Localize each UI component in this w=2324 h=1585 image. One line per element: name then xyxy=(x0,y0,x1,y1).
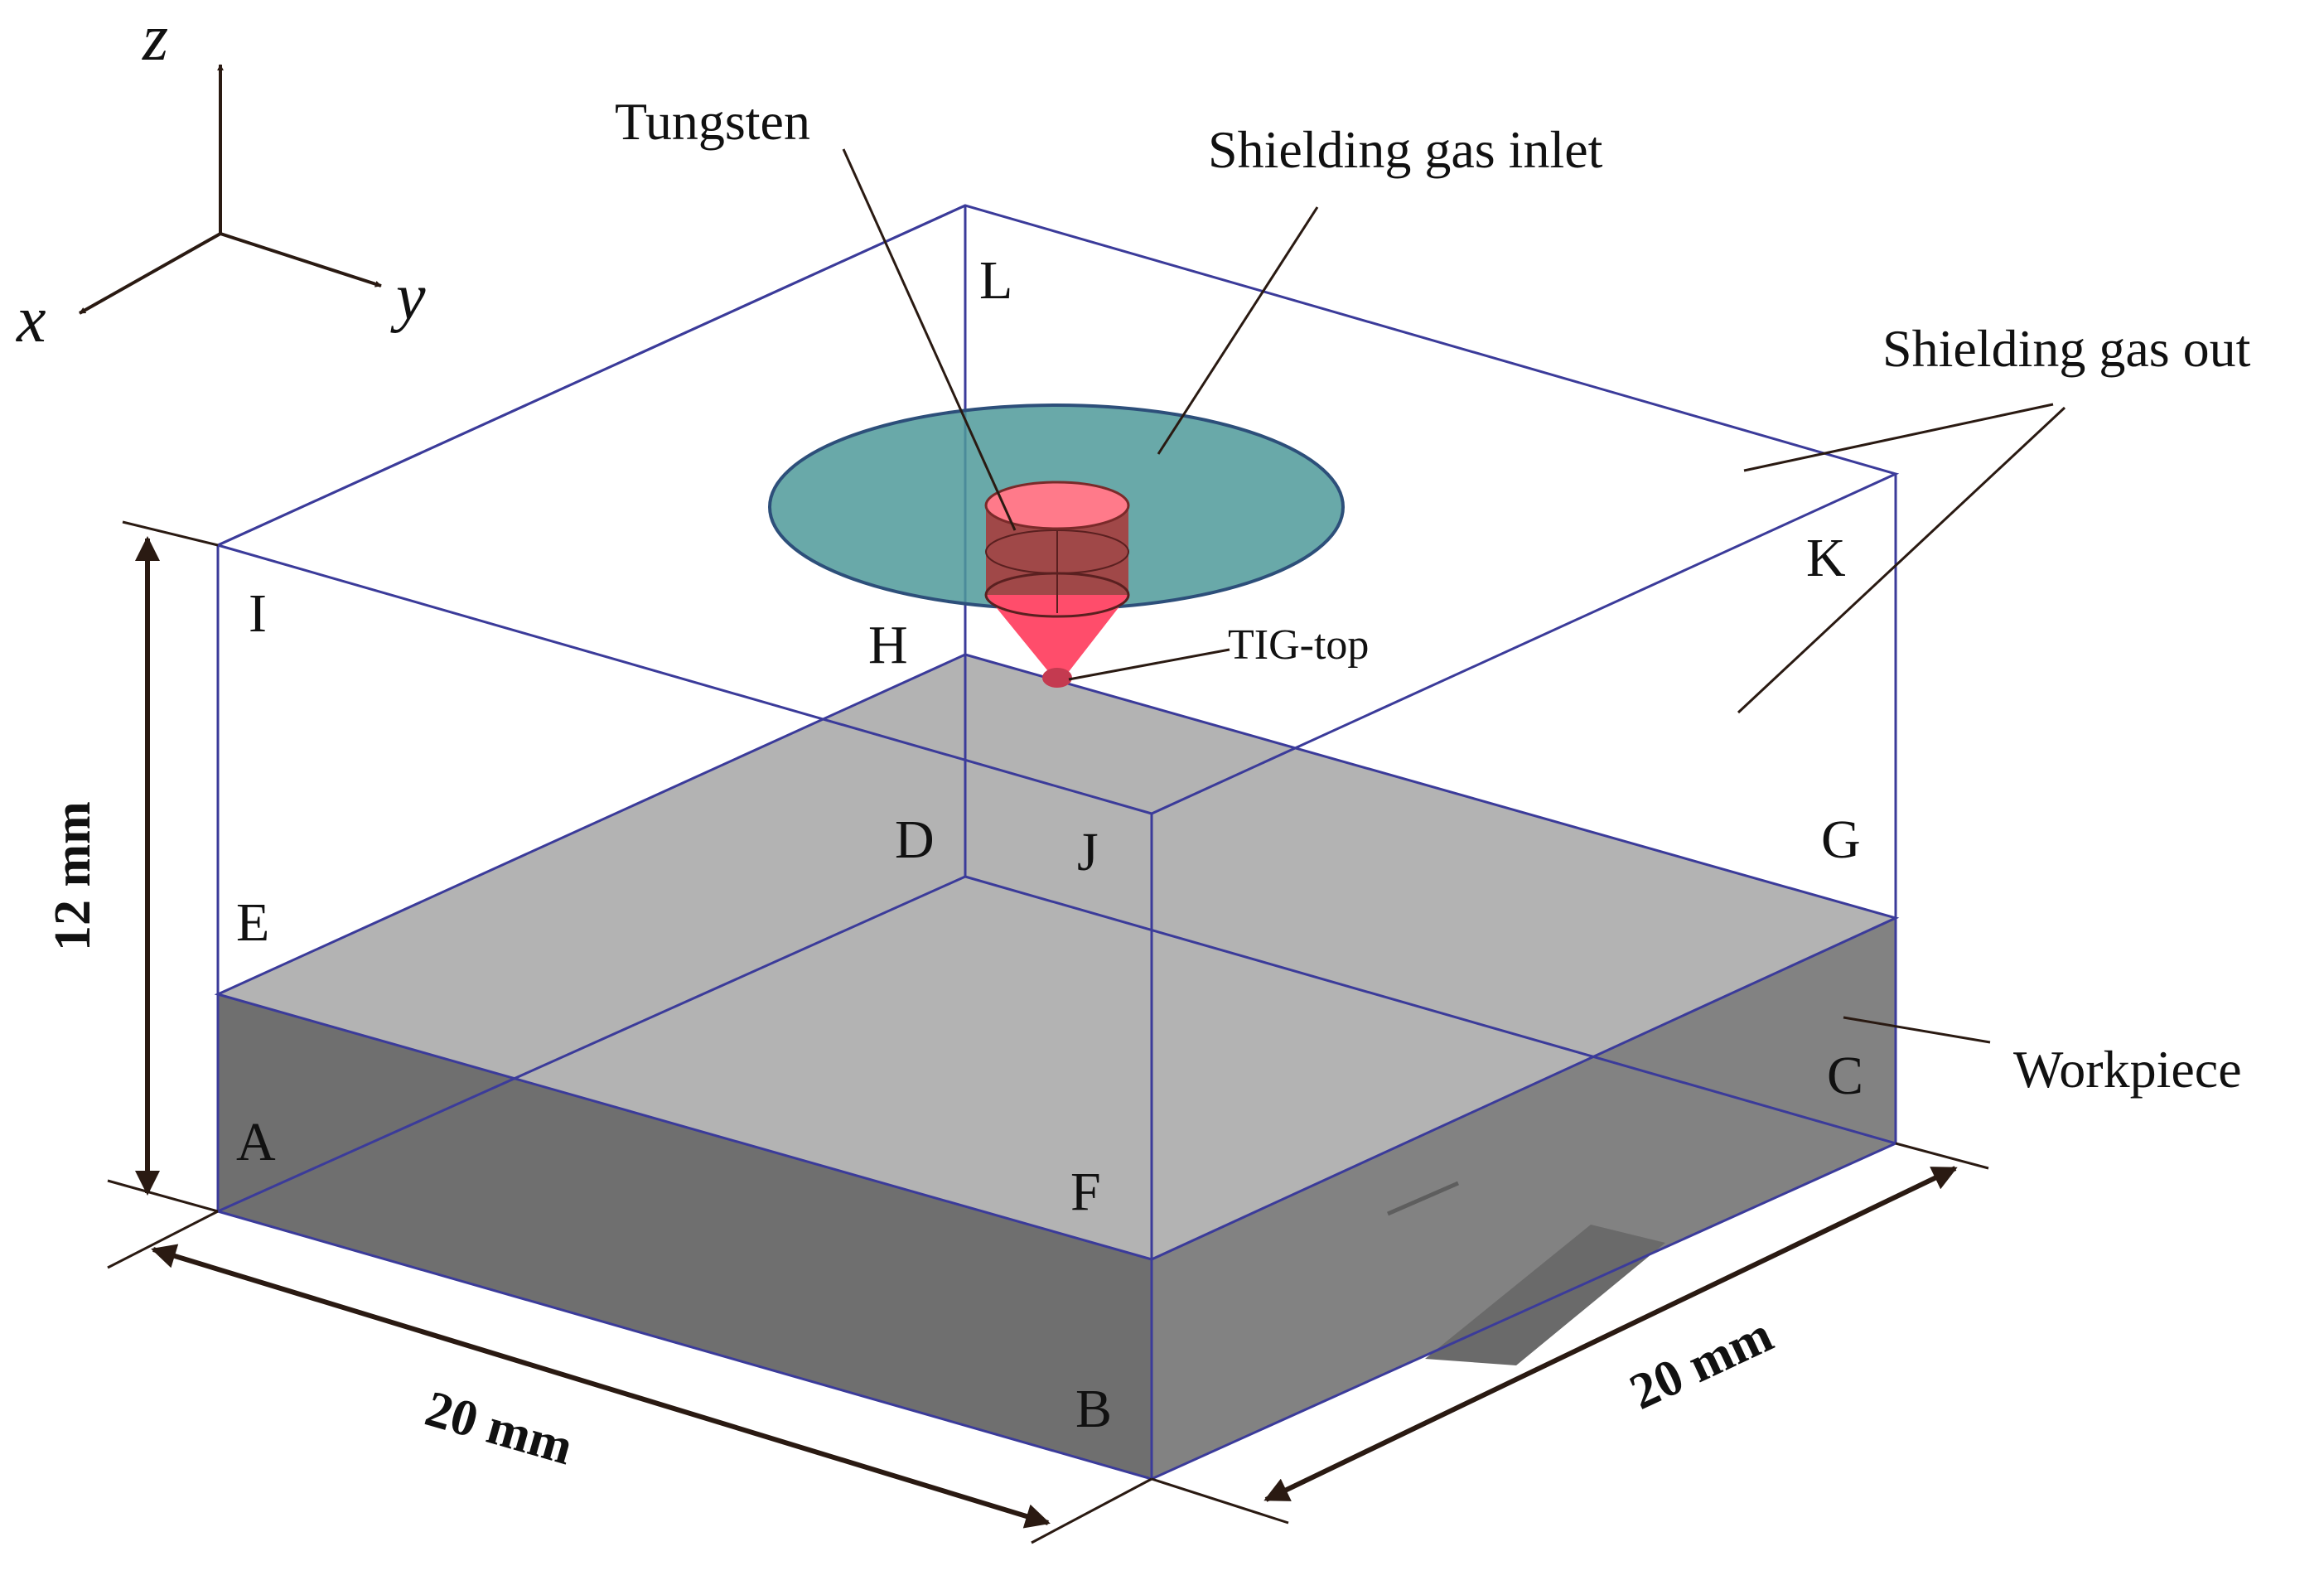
height-dimension-label: 12 mm xyxy=(45,801,101,951)
outlet-leader-2 xyxy=(1737,406,2066,714)
vertex-label-b: B xyxy=(1075,1379,1112,1439)
x-axis-arrow xyxy=(79,232,221,315)
outlet-leader-1 xyxy=(1743,403,2054,472)
length-ext-left xyxy=(107,1210,219,1269)
length-ext-right xyxy=(1031,1477,1152,1544)
tungsten-label: Tungsten xyxy=(615,92,810,151)
domain-bottom-back-edges xyxy=(217,875,1896,1213)
inlet-leader xyxy=(1157,206,1319,455)
length-dimension-label: 20 mm xyxy=(419,1380,579,1476)
vertex-label-i: I xyxy=(249,583,267,644)
leader-lines xyxy=(842,148,2066,1044)
width-ext-left xyxy=(1151,1477,1289,1525)
shielding-gas-out-label: Shielding gas out xyxy=(1882,319,2251,378)
vertex-label-f: F xyxy=(1070,1162,1101,1222)
electrode-tip-point xyxy=(1042,668,1072,688)
height-ext-top xyxy=(122,520,219,547)
electrode-tip-cone xyxy=(986,595,1128,684)
x-axis-label: x xyxy=(16,283,46,356)
vertex-label-j: J xyxy=(1077,822,1099,882)
width-ext-right xyxy=(1895,1142,1989,1170)
workpiece-label: Workpiece xyxy=(2013,1040,2242,1099)
workpiece-top-face xyxy=(218,655,1896,1259)
z-axis-label: z xyxy=(142,2,168,75)
edge-ik-hidden xyxy=(217,204,966,547)
width-dimension-label: 20 mm xyxy=(1621,1307,1781,1421)
coordinate-axes xyxy=(79,64,382,315)
length-dimension-arrow xyxy=(151,1244,1051,1529)
vertex-label-d: D xyxy=(895,809,935,870)
workpiece-leader xyxy=(1843,1016,1991,1044)
tig-top-leader xyxy=(1068,648,1230,681)
workpiece-top-edges xyxy=(214,653,1900,1261)
tungsten-leader xyxy=(842,148,1017,531)
y-axis-arrow xyxy=(220,232,382,288)
vertex-label-c: C xyxy=(1827,1046,1863,1106)
height-ext-bottom xyxy=(107,1179,219,1213)
dimension-lines xyxy=(107,520,1989,1544)
vertex-label-l: L xyxy=(979,250,1012,311)
shielding-gas-inlet-label: Shielding gas inlet xyxy=(1208,120,1603,179)
vertex-label-e: E xyxy=(236,892,269,953)
width-dimension-arrow xyxy=(1263,1166,1958,1502)
electrode-top-face xyxy=(984,481,1130,530)
y-axis-label: y xyxy=(390,261,426,334)
vertex-label-a: A xyxy=(236,1112,276,1172)
vertex-label-g: G xyxy=(1821,809,1861,870)
tig-top-label: TIG-top xyxy=(1228,621,1369,669)
vertex-label-h: H xyxy=(868,615,908,675)
vertex-label-k: K xyxy=(1806,528,1846,588)
